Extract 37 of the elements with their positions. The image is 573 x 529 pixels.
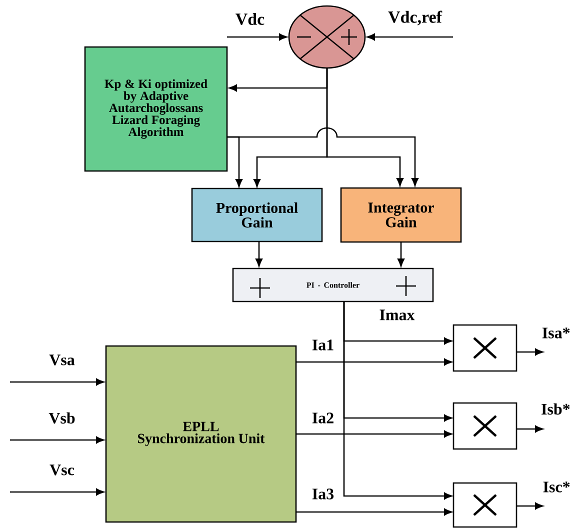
edge-label: Ia3 — [310, 488, 336, 500]
multiplier-box — [452, 402, 518, 450]
edge-label: Isa* — [540, 326, 572, 340]
arrow — [10, 378, 104, 386]
arrow — [227, 34, 288, 40]
arrow — [10, 436, 104, 444]
signal-label: Vdc — [236, 12, 264, 26]
edge-label: Isc* — [542, 480, 572, 494]
arrow — [366, 34, 453, 40]
summing-junction — [288, 5, 366, 69]
edge-label: Vsb — [48, 411, 76, 425]
multiplier-box — [452, 324, 518, 372]
signal-label: Vdc,ref — [388, 10, 442, 26]
arrow — [296, 508, 452, 516]
arrow — [256, 242, 262, 267]
arrow — [516, 348, 544, 356]
edge-label: Isb* — [540, 402, 572, 416]
multiplier-box — [452, 482, 518, 528]
edge-label: Ia1 — [310, 338, 336, 352]
arrow — [516, 426, 544, 432]
arrow — [10, 488, 104, 496]
edge-label: Ia2 — [310, 412, 336, 424]
synchronization-box: EPLL Synchronization Unit — [105, 345, 297, 523]
arrow — [326, 68, 404, 186]
gain-box: Integrator Gain — [340, 187, 462, 243]
edge-label: Vsc — [48, 464, 76, 476]
signal-label: Imax — [380, 310, 415, 320]
controller-box: PI - Controller — [232, 268, 434, 302]
optimizer-box: Kp & Ki optimized by Adaptive Autarchoglossans Lizard Foraging Algorithm — [84, 46, 228, 172]
arrow — [227, 127, 418, 186]
arrow — [516, 502, 544, 510]
arrow — [296, 430, 452, 438]
arrow — [398, 242, 404, 267]
edge-label: Vsa — [48, 354, 76, 366]
arrow — [343, 302, 452, 500]
gain-box: Proportional Gain — [191, 188, 323, 242]
arrow — [296, 358, 452, 366]
